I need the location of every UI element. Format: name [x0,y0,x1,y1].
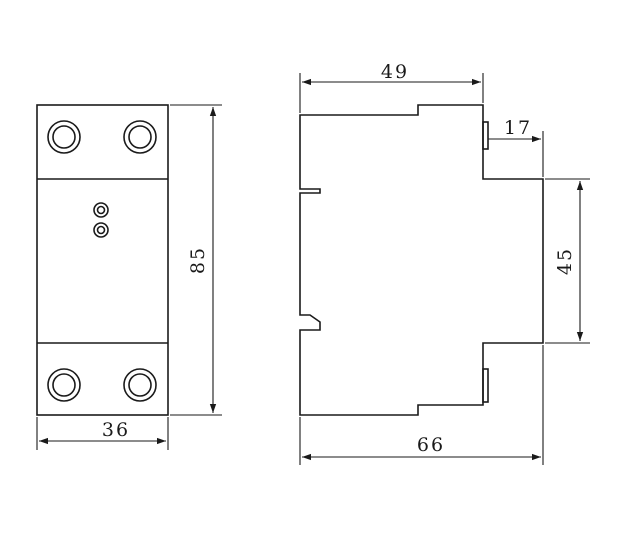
side-total-width-dimension: 66 [299,345,544,465]
side-top-width-dimension: 49 [299,61,484,113]
side-top-width-label: 49 [381,61,409,83]
side-profile-outline [299,104,544,416]
front-height-label: 85 [187,246,209,274]
terminal-screw-icon [47,120,81,154]
front-body-outline [36,104,169,416]
front-height-dimension: 85 [170,104,222,416]
side-step-label: 17 [504,117,532,139]
front-view: 85 36 [36,104,222,450]
side-middle-height-dimension: 45 [545,178,590,344]
side-step-dimension: 17 [488,117,544,177]
side-middle-height-label: 45 [554,247,576,275]
side-clip-bottom [482,368,489,403]
terminal-screw-icon [123,368,157,402]
indicator-led-icon [93,202,109,238]
terminal-screw-icon [123,120,157,154]
front-width-label: 36 [102,419,130,441]
terminal-screw-icon [47,368,81,402]
side-total-width-label: 66 [417,434,445,456]
side-clip-top [482,121,489,150]
side-view: 49 17 45 66 [299,61,590,465]
front-width-dimension: 36 [36,417,169,450]
